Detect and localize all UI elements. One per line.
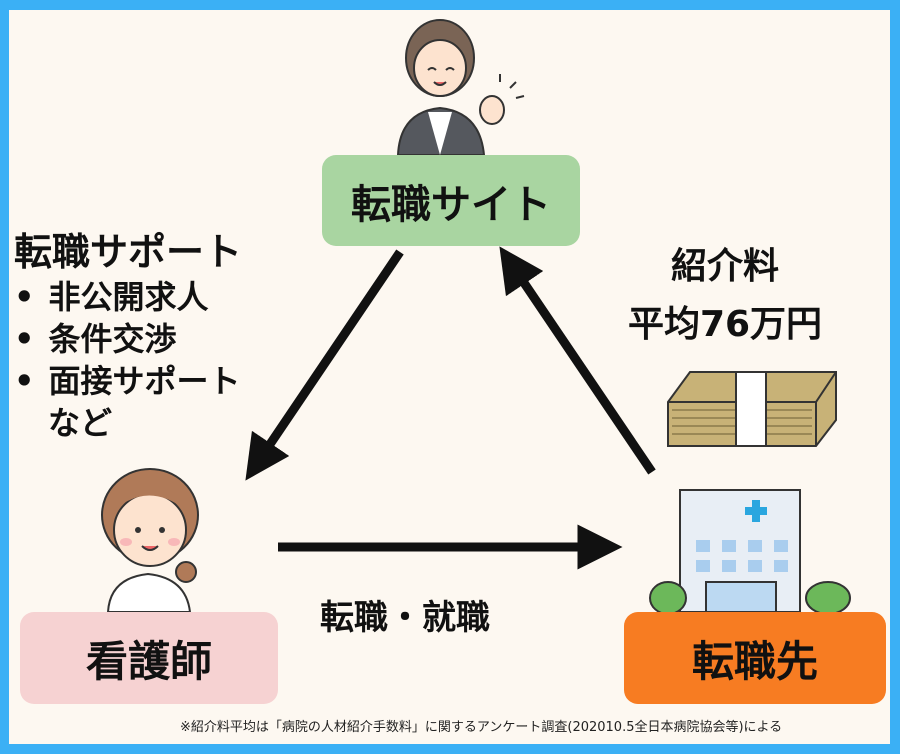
- support-title: 転職サポート: [14, 230, 243, 274]
- arrow-site-to-nurse: [245, 249, 404, 481]
- flow-label: 転職・就職: [320, 598, 490, 638]
- nurse-node: 看護師: [20, 612, 278, 704]
- nurse-illustration: [101, 468, 199, 613]
- support-etc: など: [48, 404, 113, 442]
- destination-node: 転職先: [624, 612, 886, 704]
- fee-info: 紹介料 平均76万円: [600, 238, 850, 354]
- fee-label: 紹介料: [670, 246, 779, 287]
- support-item: 条件交渉: [14, 318, 242, 360]
- consultant-illustration: [396, 19, 525, 156]
- support-item: 面接サポート: [14, 360, 242, 402]
- footnote: ※紹介料平均は「病院の人材紹介手数料」に関するアンケート調査(202010.5全…: [180, 720, 783, 735]
- fee-amount: 平均76万円: [627, 304, 823, 345]
- money-stack-illustration: [667, 371, 837, 447]
- support-item: 非公開求人: [14, 276, 242, 318]
- arrow-destination-to-site: [499, 246, 656, 475]
- support-list: 転職サポート 非公開求人 条件交渉 面接サポート など: [14, 228, 242, 444]
- hospital-illustration: [649, 489, 851, 615]
- job-site-node: 転職サイト: [322, 155, 580, 246]
